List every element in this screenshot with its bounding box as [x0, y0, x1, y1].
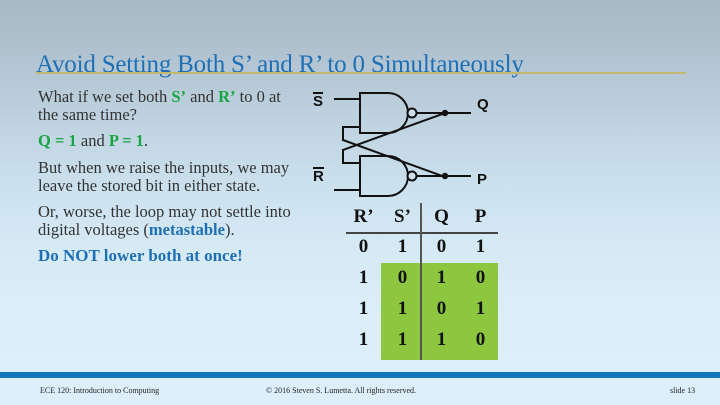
- input-label-r-bar: R: [313, 167, 324, 185]
- footer-accent-bar: [0, 372, 720, 378]
- cell-q: 0: [436, 236, 447, 257]
- r-prime-inline: R’: [218, 87, 236, 106]
- wire-cross-p-to-top: [341, 138, 447, 179]
- table-row: 0 1 0 1: [344, 231, 500, 262]
- junction-dot-p: [441, 172, 449, 180]
- page-title: Avoid Setting Both S’ and R’ to 0 Simult…: [36, 50, 524, 78]
- footer-background: [0, 378, 720, 405]
- paragraph-question: What if we set both S’ and R’ to 0 at th…: [38, 88, 304, 123]
- nand-gate-top: [359, 92, 409, 134]
- p-text: P: [477, 171, 488, 188]
- cell-q: 0: [436, 298, 447, 319]
- table-row: 1 1 1 0: [344, 324, 500, 355]
- table-highlight-region: [381, 263, 498, 360]
- metastable-term: metastable: [148, 219, 225, 239]
- col-header-p: P: [474, 206, 487, 227]
- output-label-q: Q: [477, 96, 489, 113]
- question-text-1: What if we set both: [38, 87, 172, 106]
- paragraph-metastable: Or, worse, the loop may not settle into …: [38, 203, 304, 238]
- s-prime-inline: S’: [171, 87, 187, 106]
- input-label-s-bar: S: [313, 92, 324, 110]
- nand-bubble-top: [406, 107, 418, 119]
- p-equals-one: P = 1: [108, 131, 144, 151]
- paragraph-outputs: Q = 1 and P = 1.: [38, 132, 304, 150]
- title-divider: [36, 72, 686, 74]
- q-equals-one: Q = 1: [38, 131, 77, 151]
- sentence-period: .: [143, 131, 149, 151]
- table-column-divider: [420, 203, 422, 360]
- cell-r-prime: 1: [358, 267, 369, 288]
- r-bar-text: R: [313, 167, 324, 185]
- table-row: 1 0 1 0: [344, 262, 500, 293]
- col-header-s-prime: S’: [394, 206, 411, 227]
- footer-copyright: © 2016 Steven S. Lumetta. All rights res…: [266, 386, 417, 395]
- table-header-rule: [346, 232, 498, 234]
- cell-s-prime: 1: [397, 236, 408, 257]
- col-header-q: Q: [434, 206, 449, 227]
- q-text: Q: [477, 96, 489, 113]
- paragraph-raise-inputs: But when we raise the inputs, we may lea…: [38, 157, 290, 195]
- cell-r-prime: 1: [358, 329, 369, 350]
- cell-s-prime: 0: [397, 267, 408, 288]
- truth-table-container: R’ S’ Q P 0 1 0 1 1 0 1 0: [344, 203, 512, 363]
- nand-bubble-bottom: [406, 170, 418, 182]
- cell-p: 1: [475, 298, 486, 319]
- cell-p: 0: [475, 267, 486, 288]
- cell-s-prime: 1: [397, 298, 408, 319]
- cell-r-prime: 1: [358, 298, 369, 319]
- metastable-text-2: ).: [224, 219, 235, 239]
- cell-r-prime: 0: [358, 236, 369, 257]
- body-text-column: What if we set both S’ and R’ to 0 at th…: [38, 88, 304, 275]
- wire-cross-q-to-bottom: [341, 111, 447, 152]
- truth-table: R’ S’ Q P 0 1 0 1 1 0 1 0: [344, 203, 500, 355]
- paragraph-warning: Do NOT lower both at once!: [38, 246, 243, 266]
- table-header-row: R’ S’ Q P: [344, 203, 500, 231]
- s-bar-text: S: [313, 92, 324, 110]
- circuit-svg: [334, 92, 471, 197]
- metastable-text-1: Or, worse, the loop may not settle into …: [38, 202, 291, 239]
- cell-s-prime: 1: [397, 329, 408, 350]
- question-text-3: to 0 at the same time?: [38, 87, 281, 124]
- conjunction-and: and: [76, 131, 109, 151]
- col-header-r-prime: R’: [353, 206, 374, 227]
- cell-p: 0: [475, 329, 486, 350]
- output-label-p: P: [477, 171, 487, 188]
- footer-slide-number: slide 13: [670, 386, 696, 395]
- cell-p: 1: [475, 236, 486, 257]
- footer-course-name: ECE 120: Introduction to Computing: [40, 386, 160, 395]
- question-text-2: and: [186, 87, 219, 106]
- nand-latch-circuit: S R Q P: [305, 85, 520, 205]
- cell-q: 1: [436, 267, 447, 288]
- cell-q: 1: [436, 329, 447, 350]
- table-row: 1 1 0 1: [344, 293, 500, 324]
